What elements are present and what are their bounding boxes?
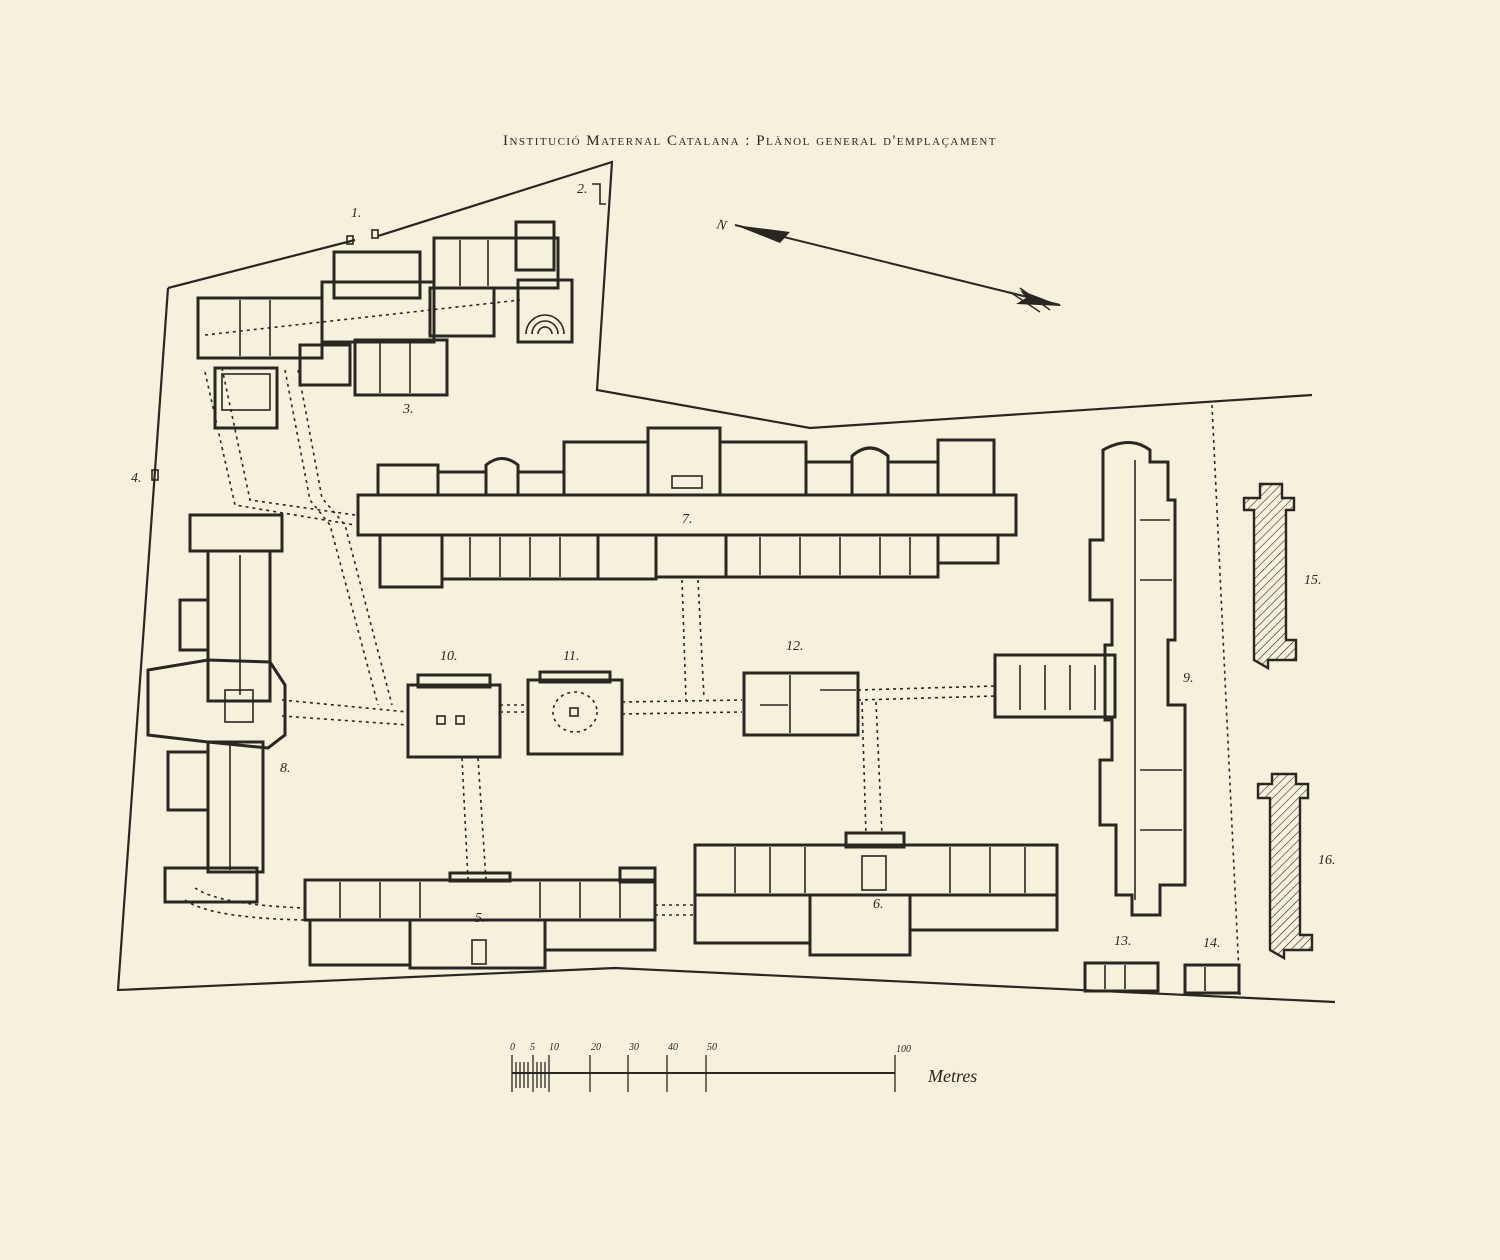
entrance-gate-1 — [346, 229, 379, 245]
building-12 — [742, 671, 860, 737]
label-1: 1. — [351, 206, 362, 221]
pathways — [184, 367, 996, 921]
label-8: 8. — [280, 761, 291, 776]
scale-tick-0: 0 — [510, 1042, 515, 1053]
scale-tick-30: 30 — [628, 1042, 639, 1053]
label-15: 15. — [1304, 573, 1322, 588]
label-3: 3. — [402, 402, 414, 417]
label-10: 10. — [440, 649, 458, 664]
building-10 — [406, 673, 502, 759]
building-13 — [1083, 961, 1160, 993]
label-12: 12. — [786, 639, 804, 654]
building-15 — [1242, 482, 1298, 671]
label-5: 5. — [475, 911, 486, 926]
north-arrow: N — [714, 217, 1062, 313]
label-2: 2. — [577, 182, 588, 197]
building-7 — [356, 426, 1018, 589]
label-9: 9. — [1183, 671, 1194, 686]
scale-bar: 0 5 10 20 30 40 50 100 Metres — [510, 1042, 977, 1092]
building-9 — [993, 441, 1187, 917]
label-6: 6. — [873, 897, 884, 912]
label-4: 4. — [131, 471, 142, 486]
scale-tick-100: 100 — [896, 1044, 911, 1055]
scale-tick-40: 40 — [668, 1042, 678, 1053]
scale-tick-50: 50 — [707, 1042, 717, 1053]
scale-tick-10: 10 — [549, 1042, 559, 1053]
building-2 — [592, 183, 606, 205]
building-labels: 1. 2. 3. 4. 5. 6. 7. 8. 9. 10. 11. 12. 1… — [131, 182, 1336, 951]
label-7: 7. — [682, 512, 693, 527]
label-13: 13. — [1114, 934, 1132, 949]
scale-tick-20: 20 — [591, 1042, 601, 1053]
scale-tick-5: 5 — [530, 1042, 535, 1053]
site-boundary — [116, 160, 1336, 1004]
label-14: 14. — [1203, 936, 1221, 951]
building-6 — [693, 831, 1059, 957]
building-3 — [196, 220, 574, 430]
building-11 — [526, 670, 624, 756]
north-label: N — [714, 217, 728, 234]
scale-unit-label: Metres — [927, 1066, 977, 1086]
building-5 — [303, 866, 657, 970]
building-4 — [151, 469, 159, 481]
building-8 — [146, 513, 287, 904]
building-14 — [1183, 963, 1241, 995]
label-11: 11. — [563, 649, 579, 664]
building-16 — [1256, 772, 1314, 961]
plan-title: Institució Maternal Catalana : Plànol ge… — [502, 133, 998, 149]
label-16: 16. — [1318, 853, 1336, 868]
